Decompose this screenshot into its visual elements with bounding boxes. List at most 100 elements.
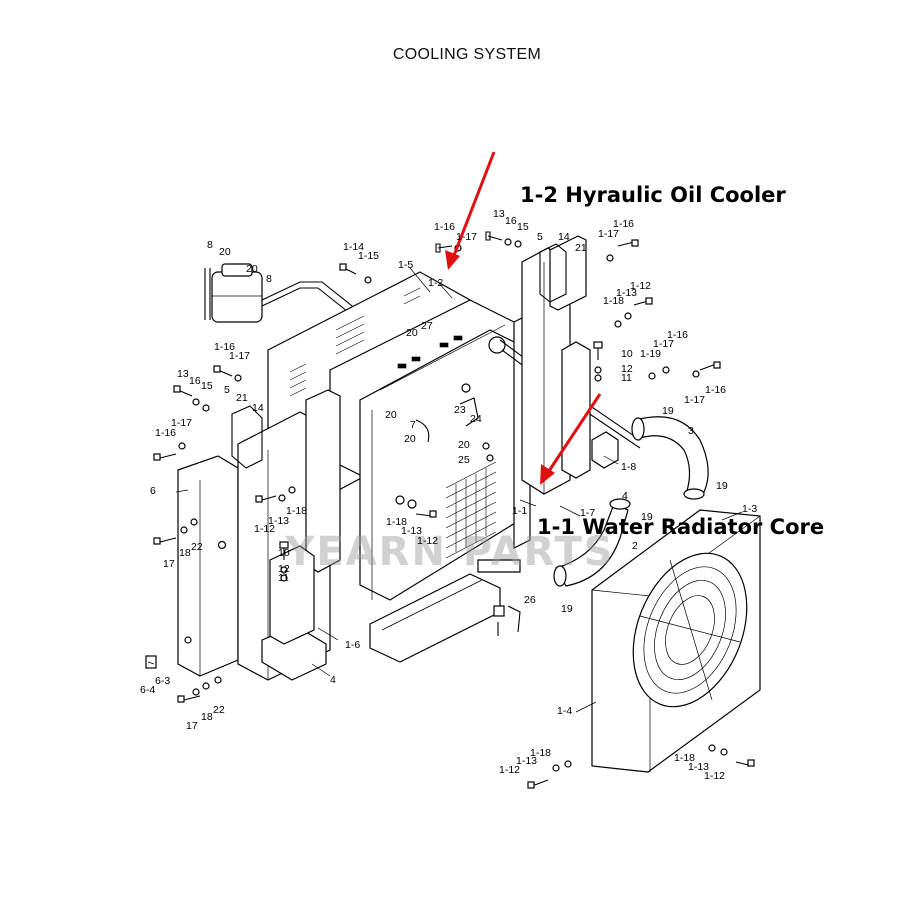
part-label: 23 bbox=[454, 404, 466, 416]
part-label: 8 bbox=[207, 239, 213, 251]
upper-radiator-hose bbox=[631, 416, 709, 500]
part-label: 25 bbox=[458, 454, 470, 466]
part-label: 1-1 bbox=[512, 505, 527, 517]
part-label: 1-17 bbox=[229, 350, 250, 362]
part-label: 19 bbox=[662, 405, 674, 417]
part-label: 1-15 bbox=[358, 250, 379, 262]
part-label: 1-13 bbox=[268, 515, 289, 527]
part-label: 10 bbox=[278, 547, 290, 559]
part-label: 22 bbox=[191, 541, 203, 553]
part-label: 1-5 bbox=[398, 259, 413, 271]
part-label: 4 bbox=[330, 674, 336, 686]
lower-radiator-hose bbox=[553, 498, 631, 587]
part-label: 16 bbox=[505, 215, 517, 227]
part-label: 1-6 bbox=[345, 639, 360, 651]
part-label: 19 bbox=[641, 511, 653, 523]
part-label: 1-17 bbox=[598, 228, 619, 240]
part-label: 1-19 bbox=[640, 348, 661, 360]
part-label: 2 bbox=[632, 540, 638, 552]
part-label: 1-17 bbox=[456, 231, 477, 243]
part-label: 1-16 bbox=[434, 221, 455, 233]
part-label: 1-12 bbox=[254, 523, 275, 535]
part-label: 6-3 bbox=[155, 675, 170, 687]
part-label: 5 bbox=[224, 384, 230, 396]
part-label: 20 bbox=[404, 433, 416, 445]
part-label: 1-18 bbox=[286, 505, 307, 517]
arrow-oil-cooler bbox=[445, 151, 496, 270]
part-label: 27 bbox=[421, 320, 433, 332]
part-label: 20 bbox=[246, 263, 258, 275]
part-label: 14 bbox=[558, 231, 570, 243]
part-label: 1-16 bbox=[613, 218, 634, 230]
part-label: 1-13 bbox=[688, 761, 709, 773]
part-label: 1-7 bbox=[580, 507, 595, 519]
part-label: 20 bbox=[385, 409, 397, 421]
part-label: 1-12 bbox=[704, 770, 725, 782]
part-label: 17 bbox=[186, 720, 198, 732]
part-label: 20 bbox=[458, 439, 470, 451]
part-label: 20 bbox=[406, 327, 418, 339]
part-label: 1-14 bbox=[343, 241, 364, 253]
part-label: 22 bbox=[213, 704, 225, 716]
part-label: 1-13 bbox=[401, 525, 422, 537]
part-label: 3 bbox=[688, 425, 694, 437]
callout-radiator-core: 1-1 Water Radiator Core bbox=[537, 515, 824, 539]
part-number-labels: 8 20 20 8 1-14 1-15 1-5 1-16 1-17 1-2 13… bbox=[140, 208, 757, 782]
callout-oil-cooler: 1-2 Hyraulic Oil Cooler bbox=[520, 183, 786, 207]
part-label: 1-12 bbox=[417, 535, 438, 547]
part-label: 24 bbox=[470, 413, 482, 425]
part-label: 1-18 bbox=[530, 747, 551, 759]
fasteners bbox=[145, 231, 755, 789]
part-label: 20 bbox=[219, 246, 231, 258]
part-label: 16 bbox=[189, 375, 201, 387]
part-label: 18 bbox=[201, 711, 213, 723]
part-label: 13 bbox=[177, 368, 189, 380]
part-label: 1-18 bbox=[386, 516, 407, 528]
part-label: 8 bbox=[266, 273, 272, 285]
part-label: 7 bbox=[410, 419, 416, 431]
diagram-title: COOLING SYSTEM bbox=[393, 46, 541, 63]
part-label: 12 bbox=[278, 563, 290, 575]
part-label: 1-18 bbox=[674, 752, 695, 764]
arrow-radiator-core bbox=[540, 393, 602, 485]
part-label: 14 bbox=[252, 402, 264, 414]
part-label: 15 bbox=[517, 221, 529, 233]
part-label: 21 bbox=[575, 242, 587, 254]
part-label: 4 bbox=[622, 490, 628, 502]
part-label: 19 bbox=[561, 603, 573, 615]
part-label: 1-12 bbox=[630, 280, 651, 292]
part-label: 6-4 bbox=[140, 684, 155, 696]
watermark-text: YEARN PARTS bbox=[284, 529, 614, 575]
fan-shroud bbox=[591, 509, 761, 773]
part-label: 1-17 bbox=[653, 338, 674, 350]
part-label: 1-17 bbox=[684, 394, 705, 406]
part-label: 1-2 bbox=[428, 277, 443, 289]
part-label: 1-12 bbox=[499, 764, 520, 776]
part-label: 1-13 bbox=[616, 287, 637, 299]
part-label: 1-13 bbox=[516, 755, 537, 767]
part-label: 26 bbox=[524, 594, 536, 606]
right-side-frame bbox=[521, 235, 619, 495]
leader-lines bbox=[147, 267, 743, 713]
part-label: 19 bbox=[716, 480, 728, 492]
part-label: 6 bbox=[150, 485, 156, 497]
part-label: 1-17 bbox=[171, 417, 192, 429]
part-label: 11 bbox=[278, 572, 289, 584]
part-label: 1-16 bbox=[155, 427, 176, 439]
part-label: 1-16 bbox=[214, 341, 235, 353]
part-label: 1-16 bbox=[667, 329, 688, 341]
part-label: 1-16 bbox=[705, 384, 726, 396]
part-label: 17 bbox=[163, 558, 175, 570]
part-label: 18 bbox=[179, 547, 191, 559]
part-label: 1-8 bbox=[621, 461, 636, 473]
part-label: 1-18 bbox=[603, 295, 624, 307]
part-label: 1-4 bbox=[557, 705, 572, 717]
part-label: 11 bbox=[621, 372, 632, 384]
part-label: 1-3 bbox=[742, 503, 757, 515]
part-label: 13 bbox=[493, 208, 505, 220]
part-label: 21 bbox=[236, 392, 248, 404]
left-support-bracket bbox=[177, 455, 239, 677]
part-label: 10 bbox=[621, 348, 633, 360]
